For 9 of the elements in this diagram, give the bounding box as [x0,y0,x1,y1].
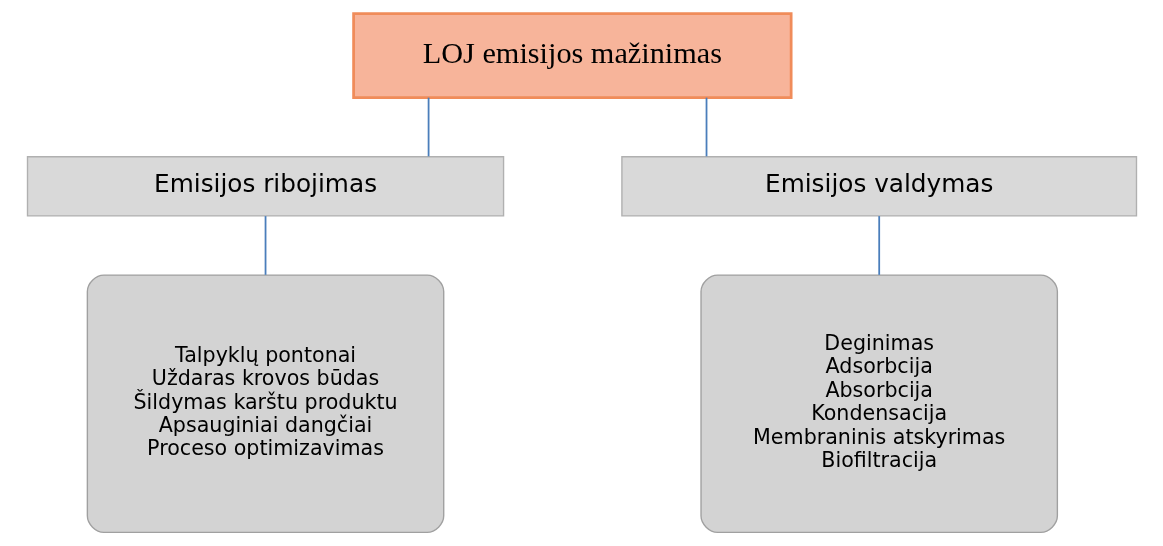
connector [264,215,266,276]
node-box: Deginimas Adsorbcija Absorbcija Kondensacija Membraninis atskyrimas Biofiltracija [699,274,1058,534]
connector [877,215,880,276]
node-box: Emisijos valdymas [620,156,1137,217]
connector [705,96,707,158]
node-box: Talpyklų pontonai Uždaras krovos būdas Šildymas karštu produktu Apsauginiai dangčiai Proceso optimizavimas [86,274,444,534]
node-box: LOJ emisijos mažinimas [351,12,792,99]
node-box: Emisijos ribojimas [26,156,504,217]
connector [427,96,429,158]
